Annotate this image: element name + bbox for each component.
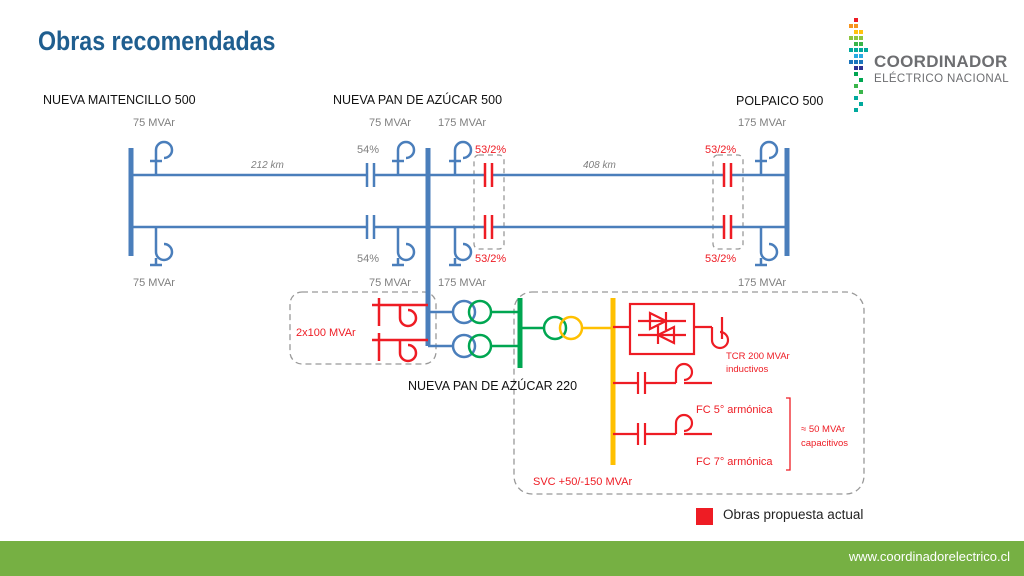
coordinador-logo: COORDINADOR ELÉCTRICO NACIONAL [846, 18, 1016, 118]
svc-transformer [520, 315, 613, 341]
fc5-filter [613, 362, 712, 394]
tcr-label-line2: inductivos [726, 364, 768, 375]
line-length-label: 408 km [583, 160, 616, 171]
reactor-label: 75 MVAr [133, 277, 175, 289]
tcr-label-line1: TCR 200 MVAr [726, 351, 790, 362]
footer-bar: www.coordinadorelectrico.cl [0, 541, 1024, 576]
bus-label-pan-azucar-500: NUEVA PAN DE AZÚCAR 500 [333, 92, 502, 107]
series-capacitor-existing [365, 163, 376, 239]
fc5-label: FC 5° armónica [696, 404, 773, 416]
legend-label: Obras propuesta actual [723, 507, 864, 522]
reactor-label: 175 MVAr [738, 117, 786, 129]
single-line-diagram: NUEVA MAITENCILLO 500 NUEVA PAN DE AZÚCA… [43, 92, 865, 495]
reactor-label: 75 MVAr [369, 117, 411, 129]
reactor-label: 75 MVAr [369, 277, 411, 289]
reactor-label: 175 MVAr [438, 277, 486, 289]
page-title: Obras recomendadas [38, 26, 276, 56]
series-comp-label: 54% [357, 144, 379, 156]
footer-url[interactable]: www.coordinadorelectrico.cl [848, 549, 1010, 564]
new-series-comp-box-pan-azucar [473, 154, 505, 250]
series-comp-label-new: 53/2% [475, 144, 506, 156]
capacitive-label-line2: capacitivos [801, 438, 848, 449]
transformers-500-220 [428, 299, 520, 359]
new-series-comp-box-polpaico [712, 154, 744, 250]
capacitive-brace [786, 397, 791, 471]
fc7-label: FC 7° armónica [696, 456, 773, 468]
bus-label-polpaico: POLPAICO 500 [736, 94, 823, 108]
reactor-label: 175 MVAr [438, 117, 486, 129]
logo-dots-icon [849, 18, 868, 112]
line-length-label: 212 km [250, 160, 284, 171]
bus-reactors-box [289, 291, 437, 365]
svc-label: SVC +50/-150 MVAr [533, 476, 632, 488]
bus-label-maitencillo: NUEVA MAITENCILLO 500 [43, 93, 196, 107]
series-comp-label-new: 53/2% [705, 144, 736, 156]
series-comp-label-new: 53/2% [475, 253, 506, 265]
tcr-thyristor [613, 302, 730, 356]
series-comp-label-new: 53/2% [705, 253, 736, 265]
logo-wordmark: COORDINADOR [874, 52, 1008, 71]
reactor-label: 175 MVAr [738, 277, 786, 289]
svc-box [513, 291, 865, 495]
bus-reactors-label: 2x100 MVAr [296, 327, 356, 339]
line-reactors [150, 140, 779, 267]
new-bus-reactors [372, 298, 428, 363]
series-comp-label: 54% [357, 253, 379, 265]
series-capacitor-new [483, 163, 733, 239]
fc7-filter [613, 413, 712, 445]
reactor-label: 75 MVAr [133, 117, 175, 129]
logo-subtitle: ELÉCTRICO NACIONAL [874, 73, 1010, 85]
legend-swatch [696, 508, 713, 525]
bus-label-pan-azucar-220: NUEVA PAN DE AZÚCAR 220 [408, 378, 577, 393]
capacitive-label-line1: ≈ 50 MVAr [801, 424, 845, 435]
